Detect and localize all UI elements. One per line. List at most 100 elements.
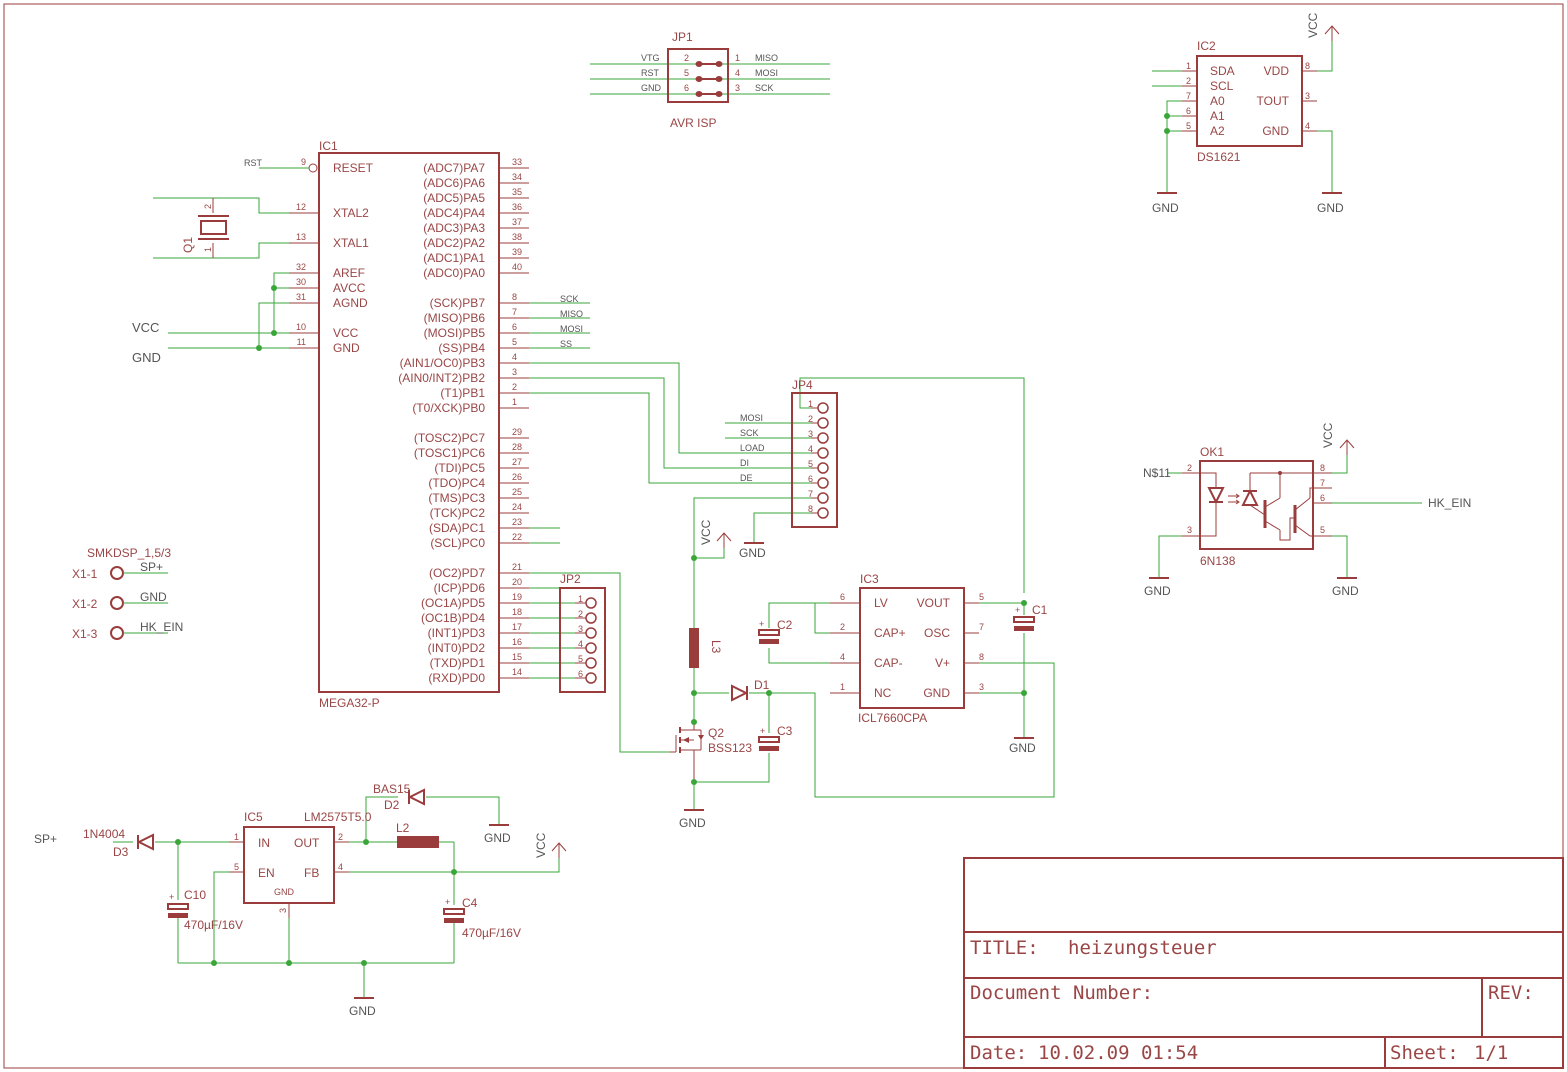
d3-part: 1N4004 [83, 827, 125, 841]
ic1-pin-name: (TDO)PC4 [428, 476, 485, 490]
d3-name: D3 [113, 845, 129, 859]
sheet-value: 1/1 [1474, 1042, 1508, 1064]
jp4-pin-num: 8 [808, 504, 813, 514]
jp1-pin-num: 1 [735, 53, 740, 63]
c10-plus: + [169, 892, 174, 902]
ic1-pin-num: 10 [296, 322, 306, 332]
ic1-pin-name: GND [333, 341, 360, 355]
ic3-gnd: GND [1009, 741, 1036, 755]
ic1-pin-num: 15 [512, 652, 522, 662]
ic1-pin-num: 39 [512, 247, 522, 257]
ok1-name: OK1 [1200, 445, 1224, 459]
ok1-part: 6N138 [1200, 554, 1236, 568]
jp4-pin-pad [817, 402, 829, 414]
q1-pin1: 1 [203, 247, 213, 252]
jp2-pin-num: 6 [578, 669, 583, 679]
net-label-mosi: MOSI [560, 324, 583, 334]
ic3-pin-num: 3 [979, 682, 984, 692]
net-label-rst: RST [244, 158, 263, 168]
title-block: TITLE: heizungsteuer Document Number: RE… [963, 857, 1564, 1069]
ic1-pin-num: 8 [512, 292, 517, 302]
ic1-pin-num: 25 [512, 487, 522, 497]
q1-name: Q1 [181, 237, 195, 253]
ic2-pin-name: SDA [1210, 64, 1235, 78]
regulator-switch: L3 D1 + C3 GND Q2 BSS123 [670, 628, 793, 830]
x1-2-name: X1-2 [72, 597, 98, 611]
jp4-net-load: LOAD [740, 443, 765, 453]
ic1-pin-name: (TOSC1)PC6 [414, 446, 485, 460]
ic3-pin-name: CAP+ [874, 626, 906, 640]
ic2-pin-name: A2 [1210, 124, 1225, 138]
x1-value: SMKDSP_1,5/3 [87, 546, 171, 560]
ic2-pin-name: SCL [1210, 79, 1234, 93]
jp1-name: JP1 [672, 30, 693, 44]
ic1-pin-num: 17 [512, 622, 522, 632]
ic3-pin-num: 2 [840, 622, 845, 632]
ic5-out-num: 2 [338, 832, 343, 842]
ic1-pin-name: (AIN1/OC0)PB3 [400, 356, 486, 370]
ic5-part: LM2575T5.0 [304, 810, 372, 824]
ic1-pin-num: 27 [512, 457, 522, 467]
jp4-net-di: DI [740, 458, 749, 468]
ic3-pin-num: 7 [979, 622, 984, 632]
ic1-pin-name: (T0/XCK)PB0 [412, 401, 485, 415]
ic2-pin-num: 6 [1186, 106, 1191, 116]
ic1-pin-name: XTAL1 [333, 236, 369, 250]
ic2-pin-num: 7 [1186, 91, 1191, 101]
jp2-pin-num: 4 [578, 639, 583, 649]
jp1-value: AVR ISP [670, 116, 716, 130]
ic1-pin-num: 21 [512, 562, 522, 572]
jp4-pin-pad [817, 492, 829, 504]
ic1-pin-name: (SDA)PC1 [429, 521, 485, 535]
c1-name: C1 [1032, 603, 1048, 617]
ic1-pin-num: 31 [296, 292, 306, 302]
ic1-pin-num: 1 [512, 397, 517, 407]
jp1-net-gnd: GND [641, 83, 662, 93]
jp1-net-rst: RST [641, 68, 660, 78]
ic1-pin-num: 18 [512, 607, 522, 617]
ic2-pin-name: A0 [1210, 94, 1225, 108]
sheet-border [3, 3, 1564, 1069]
ic3-pin-num: 4 [840, 652, 845, 662]
ic1-part: MEGA32-P [319, 696, 380, 710]
q1-pin2: 2 [203, 204, 213, 209]
jp2-pin-num: 2 [578, 609, 583, 619]
ic1-pin-num: 32 [296, 262, 306, 272]
ic1-pin-num: 6 [512, 322, 517, 332]
jp2-pin-pad [585, 657, 597, 669]
net-label-miso: MISO [560, 309, 583, 319]
c10-value: 470µF/16V [184, 918, 243, 932]
ic1-pin-num: 34 [512, 172, 522, 182]
q2-gnd: GND [679, 816, 706, 830]
ic1-pin-name: (SS)PB4 [438, 341, 485, 355]
ic5-sp: SP+ [34, 832, 57, 846]
jp2-pin-pad [585, 597, 597, 609]
jp4-pin-pad [817, 417, 829, 429]
jp1-pin-num: 6 [684, 83, 689, 93]
ic1-pin-name: AVCC [333, 281, 366, 295]
ic1-pin-num: 30 [296, 277, 306, 287]
ic1-pin-name: (SCK)PB7 [430, 296, 486, 310]
ic1-pin-name: (OC1A)PD5 [421, 596, 485, 610]
ok1-net-out: HK_EIN [1428, 496, 1471, 510]
ic5-fb: FB [304, 866, 319, 880]
jp1-pin-num: 4 [735, 68, 740, 78]
jp4-pin-pad [817, 477, 829, 489]
ic1-pin-name: (ADC6)PA6 [423, 176, 485, 190]
ic2-pin-num: 2 [1186, 76, 1191, 86]
jp1-pin-num: 2 [684, 53, 689, 63]
date-label: Date: [970, 1042, 1027, 1064]
ic1-pin-num: 2 [512, 382, 517, 392]
ic2-gnd1: GND [1152, 201, 1179, 215]
ok1-pin6: 6 [1320, 493, 1325, 503]
net-label-sck: SCK [560, 294, 579, 304]
c4-name: C4 [462, 896, 478, 910]
jp1-pin-num: 3 [735, 83, 740, 93]
ic2-pin-name: GND [1262, 124, 1289, 138]
ok1-pin2: 2 [1187, 463, 1192, 473]
ic1-pin-num: 40 [512, 262, 522, 272]
jp4-pin-num: 5 [808, 459, 813, 469]
ic1-pin-name: (ADC2)PA2 [423, 236, 485, 250]
